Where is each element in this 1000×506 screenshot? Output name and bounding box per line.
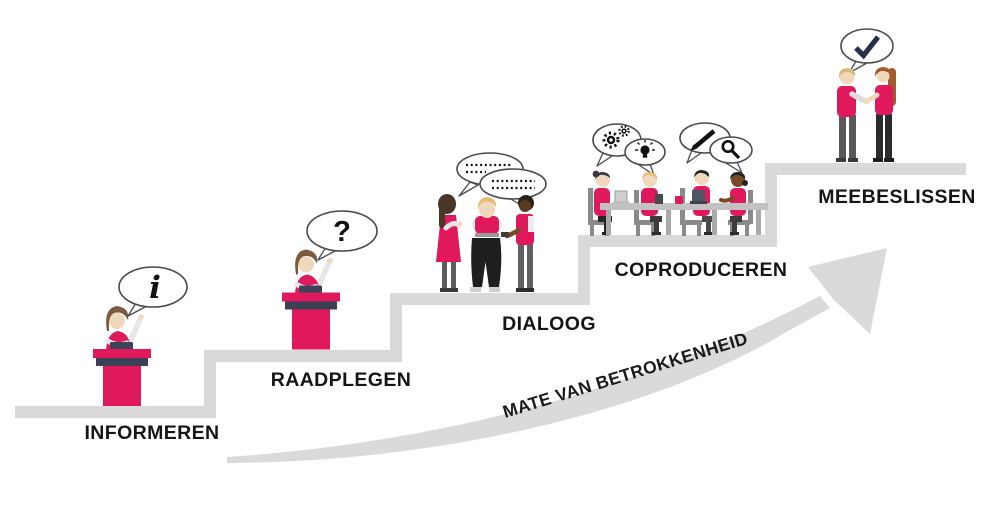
step-raadplegen: ? RAADPLEGEN (271, 210, 412, 391)
dotted-text-lines-icon (466, 163, 512, 174)
step-coproduceren: COPRODUCEREN (588, 122, 788, 281)
checkmark-icon (854, 35, 881, 60)
tablet (655, 194, 663, 204)
step-dialoog: DIALOOG (436, 152, 596, 335)
dialoog-speech-bubbles (456, 152, 547, 209)
involvement-axis-label: MATE VAN BETROKKENHEID (500, 328, 750, 422)
step-meebeslissen: MEEBESLISSEN (818, 28, 976, 208)
coffee-mug (675, 196, 683, 204)
laptop (690, 190, 707, 204)
arrow-head (808, 248, 887, 334)
staircase-steps (15, 163, 966, 418)
lightbulb-icon (635, 140, 655, 158)
speech-bubble-info: i (118, 266, 188, 317)
two-people-handshake-figure (836, 67, 896, 162)
magnifying-glass-icon (721, 139, 741, 160)
three-people-talking-figure (436, 194, 534, 292)
step-label-dialoog: DIALOOG (502, 313, 596, 335)
step-label-informeren: INFORMEREN (84, 422, 219, 444)
step-label-raadplegen: RAADPLEGEN (271, 369, 412, 391)
coproduceren-speech-bubbles (592, 122, 753, 176)
speaker-at-podium-figure (282, 250, 340, 350)
step-label-meebeslissen: MEEBESLISSEN (818, 186, 976, 208)
question-mark-icon: ? (333, 216, 351, 248)
gears-icon (602, 125, 630, 149)
step-informeren: i INFORMEREN (84, 266, 219, 444)
speech-bubble-checkmark (840, 28, 894, 74)
info-italic-icon: i (149, 270, 161, 306)
laptop (613, 190, 629, 204)
speaker-at-podium-figure (93, 306, 151, 406)
step-label-coproduceren: COPRODUCEREN (615, 259, 788, 281)
speech-bubble-question: ? (306, 210, 378, 261)
pencil-icon (690, 129, 716, 151)
four-people-meeting-table-figure (588, 170, 768, 236)
